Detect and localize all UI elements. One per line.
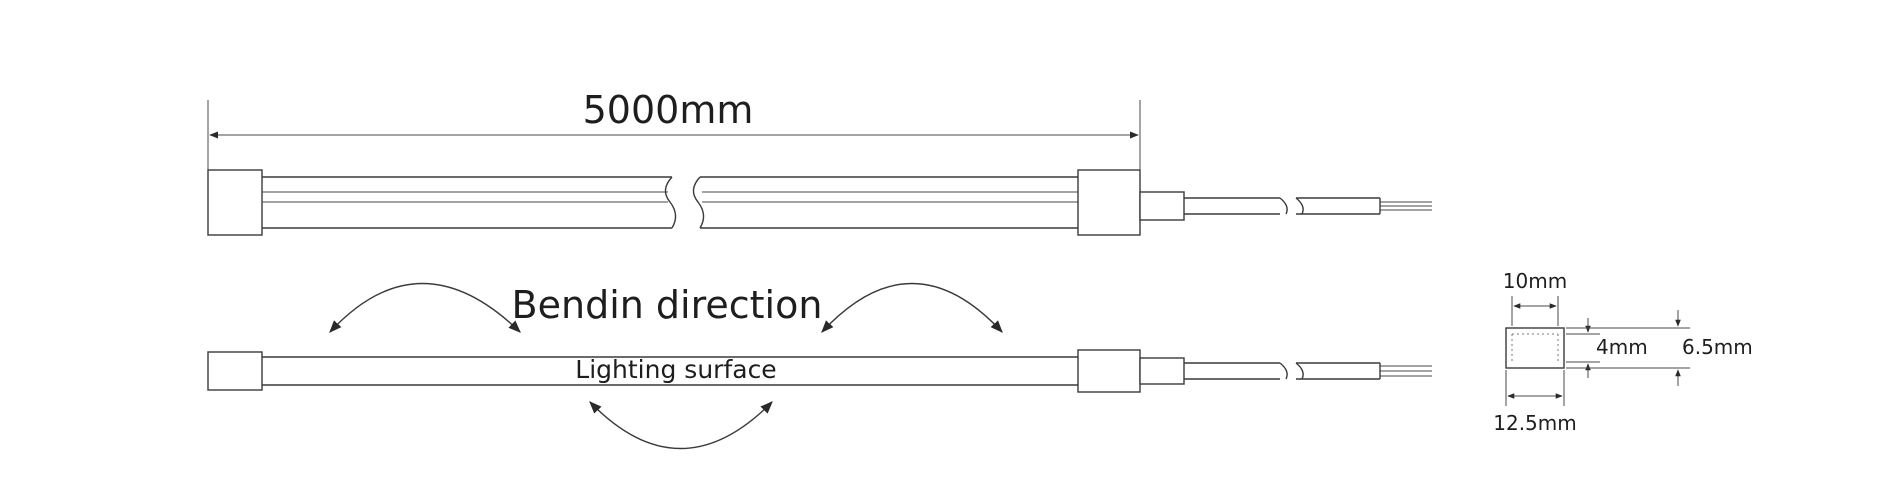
left-end-cap-bottom: [207, 351, 263, 391]
width-top-label: 10mm: [1503, 269, 1567, 293]
bend-arrow-right: [821, 282, 1003, 333]
top-view: 5000mm: [207, 88, 1432, 236]
cable-sleeve: [1139, 191, 1185, 221]
strip-body: [262, 176, 1078, 229]
profile-outer: [1505, 327, 1565, 369]
bend-direction-label: Bendin direction: [512, 283, 823, 327]
bottom-view: Bendin direction Lighting surface: [207, 282, 1432, 450]
outer-height-label: 6.5mm: [1682, 335, 1753, 359]
cable-bottom: [1184, 362, 1432, 380]
cable: [1184, 197, 1432, 215]
width-bottom-label: 12.5mm: [1493, 411, 1577, 435]
right-end-cap-bottom: [1077, 349, 1141, 393]
cable-sleeve-bottom: [1139, 357, 1185, 385]
cross-section: 10mm 12.5mm 4mm 6.5mm: [1493, 269, 1753, 435]
bend-arrow-bottom: [589, 401, 773, 450]
inner-height-label: 4mm: [1596, 335, 1648, 359]
bend-arrow-left: [329, 282, 521, 333]
left-end-cap: [207, 169, 263, 236]
length-dimension: 5000mm: [207, 88, 1141, 170]
length-label: 5000mm: [583, 88, 754, 132]
right-end-cap: [1077, 169, 1141, 236]
lighting-surface-label: Lighting surface: [575, 355, 776, 384]
